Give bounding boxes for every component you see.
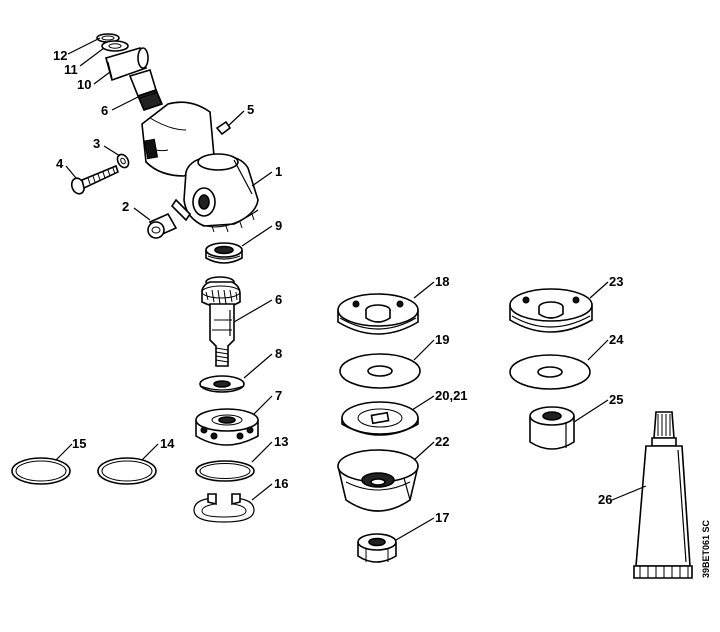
part-17-nut [357, 533, 397, 563]
label-part-3: 3 [93, 136, 100, 151]
label-part-15: 15 [72, 436, 86, 451]
part-13-ring [195, 460, 255, 482]
part-20-21-thrust-washer [341, 401, 419, 436]
part-24-disc [509, 354, 591, 390]
part-6-pinion-top [128, 69, 164, 111]
part-26-grease-tube [633, 411, 693, 579]
part-8-thrust-washer [199, 375, 245, 393]
part-6-gear-shaft [201, 276, 241, 367]
part-9-ball-bearing [205, 242, 243, 264]
label-part-24: 24 [609, 332, 624, 347]
label-part-18: 18 [435, 274, 449, 289]
label-part-9: 9 [275, 218, 282, 233]
label-part-16: 16 [274, 476, 288, 491]
part-10-sleeve [105, 47, 149, 82]
part-12-circlip [96, 33, 120, 43]
part-3-washer [116, 153, 130, 169]
part-25-sleeve [529, 406, 575, 450]
label-part-10: 10 [77, 77, 91, 92]
label-part-17: 17 [435, 510, 449, 525]
part-labels: 12 11 10 6 5 3 4 1 2 9 6 8 7 13 16 14 15… [53, 48, 624, 525]
label-part-22: 22 [435, 434, 449, 449]
part-18-thrust-plate [337, 293, 419, 335]
label-part-26: 26 [598, 492, 612, 507]
label-part-6-mid: 6 [275, 292, 282, 307]
part-4-screw [70, 164, 119, 195]
label-part-12: 12 [53, 48, 67, 63]
part-19-disc [339, 353, 421, 389]
part-22-guard-cup [337, 449, 419, 512]
part-5-plug [215, 120, 232, 136]
drawing-code: 39BET061 SC [701, 519, 711, 578]
label-part-23: 23 [609, 274, 623, 289]
part-7-ball-bearing [195, 408, 259, 446]
part-16-snap-ring [193, 493, 255, 523]
label-part-1: 1 [275, 164, 282, 179]
leader-lines [55, 37, 647, 541]
part-11-washer [101, 40, 129, 52]
label-part-14: 14 [160, 436, 175, 451]
label-part-4: 4 [56, 156, 64, 171]
label-part-20-21: 20,21 [435, 388, 468, 403]
label-part-8: 8 [275, 346, 282, 361]
label-part-5: 5 [247, 102, 254, 117]
part-23-thrust-plate [509, 288, 593, 333]
label-part-2: 2 [122, 199, 129, 214]
part-1-gear-housing [141, 101, 259, 233]
label-part-6-top: 6 [101, 103, 108, 118]
part-15-ring [11, 457, 71, 485]
part-2-plug-screw [147, 212, 178, 239]
label-part-13: 13 [274, 434, 288, 449]
label-part-25: 25 [609, 392, 623, 407]
label-part-7: 7 [275, 388, 282, 403]
label-part-11: 11 [64, 62, 78, 77]
label-part-19: 19 [435, 332, 449, 347]
part-14-ring [97, 457, 157, 485]
